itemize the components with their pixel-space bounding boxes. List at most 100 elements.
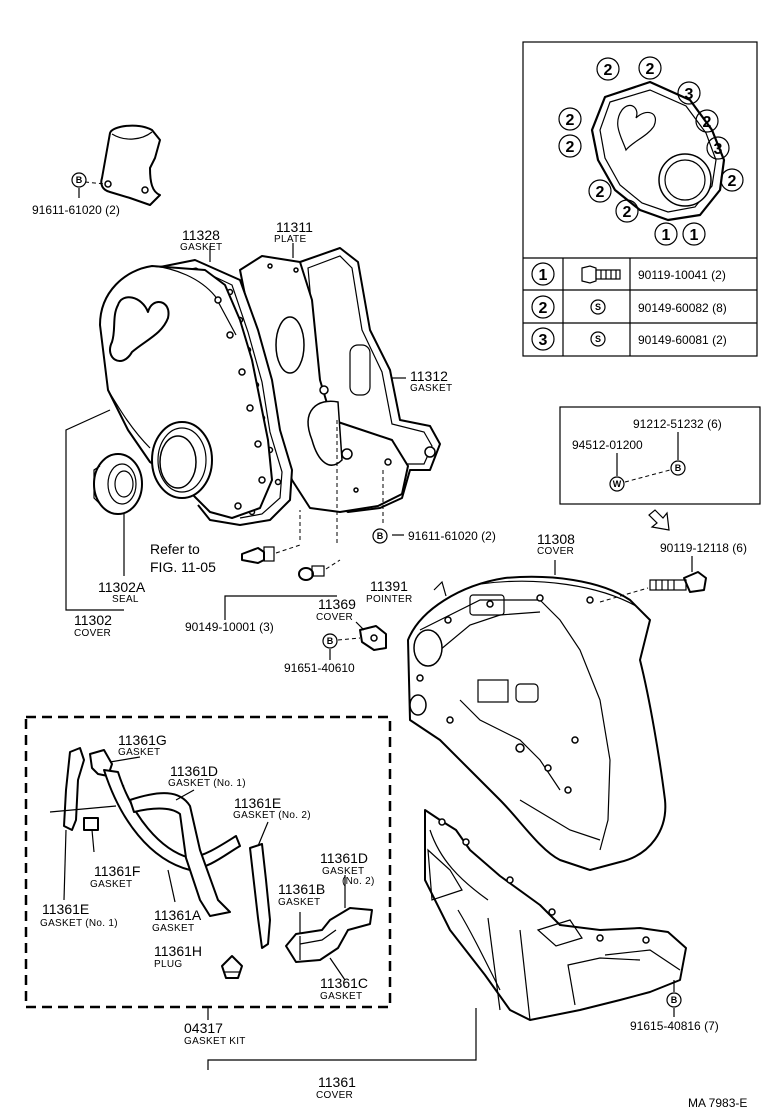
bolt-icon	[581, 265, 621, 284]
part-name: GASKET	[180, 242, 222, 253]
part-name: GASKET (No. 1)	[40, 918, 118, 929]
stud-symbol: S	[595, 334, 601, 344]
seal-11302a	[93, 453, 143, 515]
callout: 2	[604, 62, 613, 79]
part-number: 11311	[276, 219, 313, 235]
part-name: GASKET	[90, 879, 132, 890]
part-name: SEAL	[112, 594, 139, 605]
hollow-arrow-icon	[648, 509, 670, 531]
labels: 11328 GASKET 11311 PLATE 11312 GASKET 91…	[40, 219, 747, 1110]
part-number: 11361	[318, 1074, 356, 1090]
housing-bolt-holes	[416, 594, 594, 794]
part-name: GASKET	[152, 923, 194, 934]
part-number: 11361G	[118, 732, 167, 748]
part-number: 11361D	[170, 763, 218, 779]
inset-washer-bolt: 91212-51232 (6) 94512-01200 B W	[559, 406, 761, 505]
part-number: 11361H	[154, 943, 202, 959]
inset-frame	[522, 41, 758, 357]
callout: 2	[596, 184, 605, 201]
gasket-kit-parts	[49, 747, 373, 981]
part-name: POINTER	[366, 594, 413, 605]
part-number: 90119-12118 (6)	[660, 541, 747, 555]
callout: 2	[623, 204, 632, 221]
washer-mark: W	[613, 479, 622, 489]
part-number: 11361E	[234, 795, 281, 811]
part-number: 91212-51232 (6)	[633, 417, 722, 431]
screw-90149	[298, 559, 341, 581]
part-number: 11391	[370, 578, 408, 594]
part-name: GASKET KIT	[184, 1036, 246, 1047]
part-number: 11361F	[94, 863, 140, 879]
callout: 3	[714, 141, 723, 158]
bolt-mark: B	[76, 175, 83, 185]
cover-bolt-holes	[214, 296, 266, 510]
flywheel-housing-11308	[407, 556, 707, 871]
bolt-mark: B	[675, 463, 682, 473]
bolt-91611-right: B	[372, 470, 388, 544]
part-number: 11361C	[320, 975, 368, 991]
part-name-extra: (No. 2)	[342, 876, 375, 887]
part-number: 11369	[318, 596, 356, 612]
part-name: GASKET	[278, 897, 320, 908]
table-key: 2	[539, 300, 548, 317]
part-number: 91651-40610	[284, 661, 355, 675]
callout: 1	[690, 227, 699, 244]
inset-callouts: 2 2 3 2 2 2 3 2 2 2 1 1	[558, 56, 744, 246]
part-name: GASKET	[322, 866, 364, 877]
part-number: 11328	[182, 227, 220, 243]
callout: 2	[646, 61, 655, 78]
figure-id: MA 7983-E	[688, 1096, 747, 1110]
cover-heart-window	[109, 296, 170, 362]
part-name: PLUG	[154, 959, 182, 970]
svg-text:B: B	[671, 995, 678, 1005]
svg-text:B: B	[377, 531, 384, 541]
part-number: 11361E	[42, 901, 89, 917]
part-number: 91611-61020 (2)	[32, 203, 120, 217]
part-number: 91615-40816 (7)	[630, 1019, 719, 1033]
refer-text: FIG. 11-05	[150, 559, 216, 575]
part-number: 91611-61020 (2)	[408, 529, 496, 543]
table-part-number: 90149-60082 (8)	[638, 301, 727, 315]
part-number: 94512-01200	[572, 438, 643, 452]
callout: 2	[703, 114, 712, 131]
part-name: COVER	[316, 1090, 353, 1101]
part-number: 90149-10001 (3)	[185, 620, 274, 634]
part-number: 11361D	[320, 850, 368, 866]
callout: 1	[662, 227, 671, 244]
svg-text:B: B	[327, 636, 334, 646]
inset-bolt-chart: 2 2 3 2 2 2 3 2 2 2 1 1 1	[522, 41, 758, 357]
callout: 2	[566, 139, 575, 156]
part-name: GASKET	[118, 747, 160, 758]
inset-seal-hole	[658, 153, 712, 207]
part-name: GASKET	[320, 991, 362, 1002]
inset-heart-cutout	[617, 104, 656, 152]
part-number: 11361B	[278, 881, 325, 897]
part-name: COVER	[316, 612, 353, 623]
table-part-number: 90119-10041 (2)	[638, 268, 726, 282]
stud-symbol: S	[595, 302, 601, 312]
pan-bolt-holes	[438, 818, 650, 944]
table-key: 3	[539, 332, 548, 349]
callout: 2	[566, 112, 575, 129]
refer-text: Refer to	[150, 541, 200, 557]
part-number: 11308	[537, 531, 575, 547]
table-part-number: 90149-60081 (2)	[638, 333, 727, 347]
part-number: 11302	[74, 612, 112, 628]
part-number: 11312	[410, 368, 448, 384]
part-name: GASKET	[410, 383, 452, 394]
part-number: 11302A	[98, 579, 146, 595]
part-name: GASKET (No. 2)	[233, 810, 311, 821]
inset-fastener-table: 1 90119-10041 (2) 2 S 90149-60082 (8) 3 …	[523, 257, 757, 356]
part-name: COVER	[74, 628, 111, 639]
oil-pan-11361: B	[424, 809, 687, 1021]
part-number: 04317	[184, 1020, 223, 1036]
part-name: PLATE	[274, 234, 306, 245]
callout: 2	[728, 173, 737, 190]
inset-frame	[559, 406, 761, 505]
callout: 3	[685, 86, 694, 103]
table-key: 1	[539, 267, 548, 284]
refer-bolt	[241, 544, 301, 564]
part-name: COVER	[537, 546, 574, 557]
part-name: GASKET (No. 1)	[168, 778, 246, 789]
cover-11369: B	[322, 621, 387, 660]
